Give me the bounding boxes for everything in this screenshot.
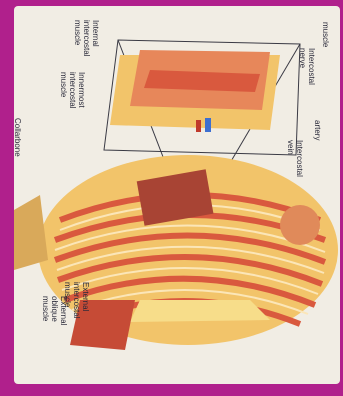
- label-collarbone: Collarbone: [13, 118, 22, 157]
- vessel-blue: [205, 118, 211, 132]
- shoulder-cap: [280, 205, 320, 245]
- vessel-red: [196, 120, 201, 132]
- label-muscle-top: muscle: [321, 22, 330, 47]
- label-innermost-intercostal-muscle: Innermost intercostal muscle: [59, 72, 86, 108]
- label-external-oblique-muscle: External oblique muscle: [41, 296, 68, 325]
- label-artery: artery: [313, 120, 322, 140]
- label-intercostal-vein: Intercostal vein: [286, 140, 304, 177]
- label-intercostal-nerve: Intercostal nerve: [298, 48, 316, 85]
- sternum: [130, 300, 270, 322]
- label-internal-intercostal-muscle: Internal intercostal muscle: [73, 20, 100, 56]
